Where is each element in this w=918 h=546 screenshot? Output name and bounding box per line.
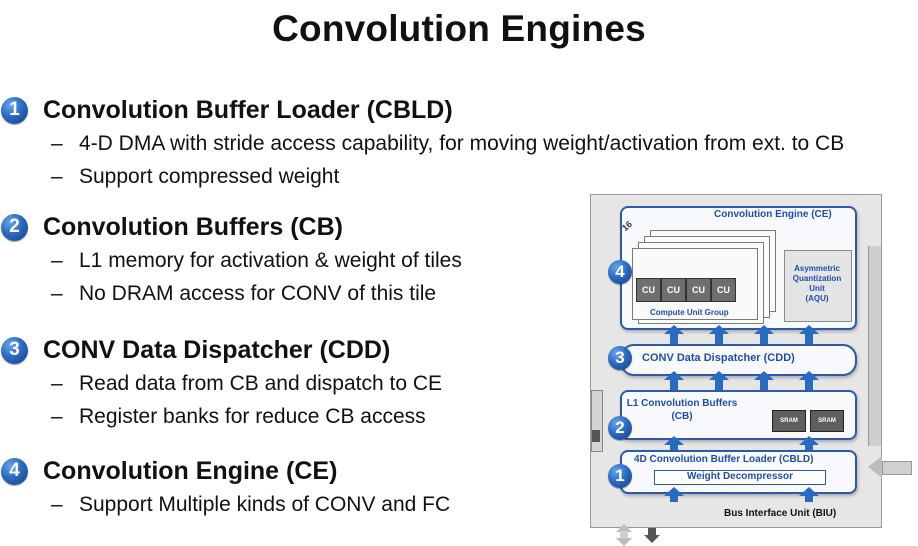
data-arrow-head xyxy=(664,487,684,496)
section-cdd: 3 CONV Data Dispatcher (CDD) –Read data … xyxy=(0,333,442,433)
bullet-item: –Register banks for reduce CB access xyxy=(51,404,426,428)
data-arrow-head xyxy=(709,371,729,380)
aqu-label: Asymmetric Quantization Unit (AQU) xyxy=(792,264,842,303)
bullet-item: –L1 memory for activation & weight of ti… xyxy=(51,248,462,272)
data-arrow-head xyxy=(664,371,684,380)
section-ce: 4 Convolution Engine (CE) –Support Multi… xyxy=(0,454,450,521)
data-arrow xyxy=(805,443,813,450)
compute-unit: CU xyxy=(686,278,711,302)
data-arrow xyxy=(805,494,813,502)
bullet-item: –Read data from CB and dispatch to CE xyxy=(51,371,443,395)
cbld-label: 4D Convolution Buffer Loader (CBLD) xyxy=(634,454,814,465)
diagram-badge-1: 1 xyxy=(608,464,632,488)
data-arrow xyxy=(715,378,723,390)
bullet-item: –4-D DMA with stride access capability, … xyxy=(51,131,845,155)
section-cbld: 1 Convolution Buffer Loader (CBLD) –4-D … xyxy=(0,93,844,193)
data-arrow-head xyxy=(799,325,819,334)
data-arrow xyxy=(805,332,813,344)
architecture-diagram: Convolution Engine (CE) 16 CU CU CU CU C… xyxy=(590,194,918,546)
side-bus-bar xyxy=(868,246,881,446)
bullet-item: –Support compressed weight xyxy=(51,164,340,188)
data-arrow xyxy=(670,443,678,450)
data-arrow-head xyxy=(754,325,774,334)
bullet-item: –No DRAM access for CONV of this tile xyxy=(51,281,437,305)
cdd-label: CONV Data Dispatcher (CDD) xyxy=(642,352,795,364)
bus-arrow-down xyxy=(616,538,632,546)
cug-label: Compute Unit Group xyxy=(650,308,729,317)
aqu-box xyxy=(784,250,852,322)
data-arrow xyxy=(670,494,678,502)
section-title: Convolution Engine (CE) xyxy=(43,456,338,485)
diagram-badge-3: 3 xyxy=(608,346,632,370)
section-title: CONV Data Dispatcher (CDD) xyxy=(43,335,391,364)
compute-unit: CU xyxy=(661,278,686,302)
wd-label: Weight Decompressor xyxy=(687,471,793,482)
cb-label: L1 Convolution Buffers (CB) xyxy=(626,398,738,422)
number-badge: 4 xyxy=(1,457,28,485)
input-arrow-head xyxy=(868,456,882,478)
slide-title: Convolution Engines xyxy=(272,8,646,49)
data-arrow-head xyxy=(709,325,729,334)
section-cb: 2 Convolution Buffers (CB) –L1 memory fo… xyxy=(0,210,462,310)
number-badge: 2 xyxy=(1,213,28,241)
compute-unit: CU xyxy=(711,278,736,302)
compute-unit: CU xyxy=(636,278,661,302)
data-arrow-head xyxy=(664,325,684,334)
sram-block: SRAM xyxy=(772,410,806,432)
data-arrow-head xyxy=(664,436,684,445)
section-title: Convolution Buffer Loader (CBLD) xyxy=(43,95,453,124)
data-arrow xyxy=(670,378,678,390)
bus-arrow-down-head xyxy=(644,535,660,543)
bus-arrow-up-stem xyxy=(620,531,628,539)
section-title: Convolution Buffers (CB) xyxy=(43,212,343,241)
weight-decompressor-box xyxy=(654,470,826,485)
data-arrow-head xyxy=(754,371,774,380)
cdd-panel xyxy=(620,344,857,376)
left-block xyxy=(591,390,603,452)
diagram-badge-4: 4 xyxy=(608,260,632,284)
data-arrow-head xyxy=(799,436,819,445)
data-arrow-head xyxy=(799,371,819,380)
data-arrow-head xyxy=(799,487,819,496)
number-badge: 3 xyxy=(1,336,28,364)
bullet-item: –Support Multiple kinds of CONV and FC xyxy=(51,492,451,516)
data-arrow xyxy=(760,332,768,344)
biu-label: Bus Interface Unit (BIU) xyxy=(724,508,837,519)
input-arrow-stem xyxy=(882,461,912,475)
left-chip xyxy=(592,430,600,442)
data-arrow xyxy=(670,332,678,344)
data-arrow xyxy=(760,378,768,390)
data-arrow xyxy=(715,332,723,344)
bus-arrow-down-stem xyxy=(648,528,656,536)
bus-arrow-up xyxy=(616,524,632,532)
ce-label: Convolution Engine (CE) xyxy=(714,209,832,220)
data-arrow xyxy=(805,378,813,390)
sram-block: SRAM xyxy=(810,410,844,432)
diagram-badge-2: 2 xyxy=(608,416,632,440)
number-badge: 1 xyxy=(1,96,28,124)
